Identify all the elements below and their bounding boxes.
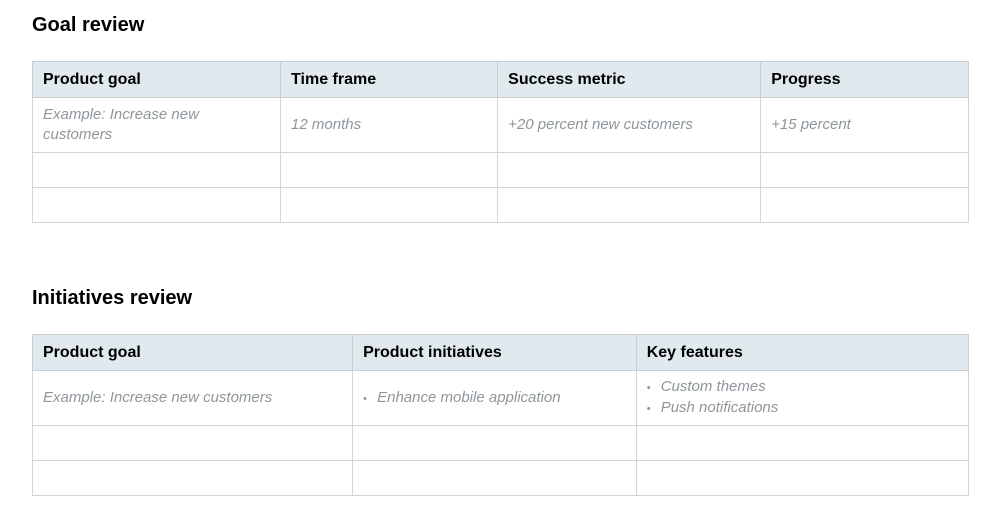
empty-cell[interactable] [352,425,637,461]
empty-cell[interactable] [760,187,969,223]
col-header-time-frame: Time frame [280,61,499,98]
cell-example-progress[interactable]: +15 percent [760,97,969,153]
empty-cell[interactable] [760,152,969,188]
col-header-success-metric: Success metric [497,61,762,98]
key-features-list: • Custom themes • Push notifications [647,377,958,419]
col-header-key-features: Key features [635,334,970,371]
initiatives-empty-row-1 [31,425,970,461]
goal-empty-row-1 [31,152,969,188]
initiatives-table-header-row: Product goal Product initiatives Key fea… [31,334,970,371]
empty-cell[interactable] [280,152,499,188]
bullet-icon: • [646,382,651,394]
cell-example-time-frame[interactable]: 12 months [280,97,499,153]
goal-review-heading: Goal review [32,14,145,36]
goal-empty-row-2 [31,187,969,223]
col-header-progress: Progress [760,61,969,98]
initiatives-empty-row-2 [31,460,970,496]
empty-cell[interactable] [31,460,354,496]
list-item-text: Custom themes [660,378,766,395]
initiatives-review-table: Product goal Product initiatives Key fea… [31,334,970,496]
col-header-product-goal: Product goal [31,61,282,98]
bullet-icon: • [363,392,367,405]
list-item: • Push notifications [647,398,958,419]
col-header-product-initiatives: Product initiatives [352,334,637,371]
empty-cell[interactable] [635,460,970,496]
empty-cell[interactable] [280,187,499,223]
cell-example-key-features[interactable]: • Custom themes • Push notifications [635,370,970,426]
goal-example-row: Example: Increase new customers 12 month… [31,97,969,153]
empty-cell[interactable] [497,187,762,223]
cell-example-product-goal[interactable]: Example: Increase new customers [31,97,282,153]
list-item-text: Push notifications [660,399,779,416]
initiatives-review-heading: Initiatives review [32,287,193,309]
product-initiatives-list: • Enhance mobile application [363,388,626,409]
cell-example-product-initiatives[interactable]: • Enhance mobile application [352,370,637,426]
cell-example-success-metric[interactable]: +20 percent new customers [497,97,762,153]
goal-review-table: Product goal Time frame Success metric P… [31,61,969,223]
cell-example-product-goal[interactable]: Example: Increase new customers [31,370,354,426]
list-item: • Enhance mobile application [363,388,626,409]
empty-cell[interactable] [31,187,282,223]
list-item: • Custom themes [647,377,958,398]
goal-table-header-row: Product goal Time frame Success metric P… [31,61,969,98]
bullet-icon: • [646,403,651,415]
document-page: Goal review Product goal Time frame Succ… [31,14,970,496]
initiatives-example-row: Example: Increase new customers • Enhanc… [31,370,970,426]
list-item-text: Enhance mobile application [377,388,561,406]
empty-cell[interactable] [31,425,354,461]
col-header-product-goal: Product goal [31,334,354,371]
empty-cell[interactable] [497,152,762,188]
empty-cell[interactable] [635,425,970,461]
empty-cell[interactable] [31,152,282,188]
empty-cell[interactable] [352,460,637,496]
